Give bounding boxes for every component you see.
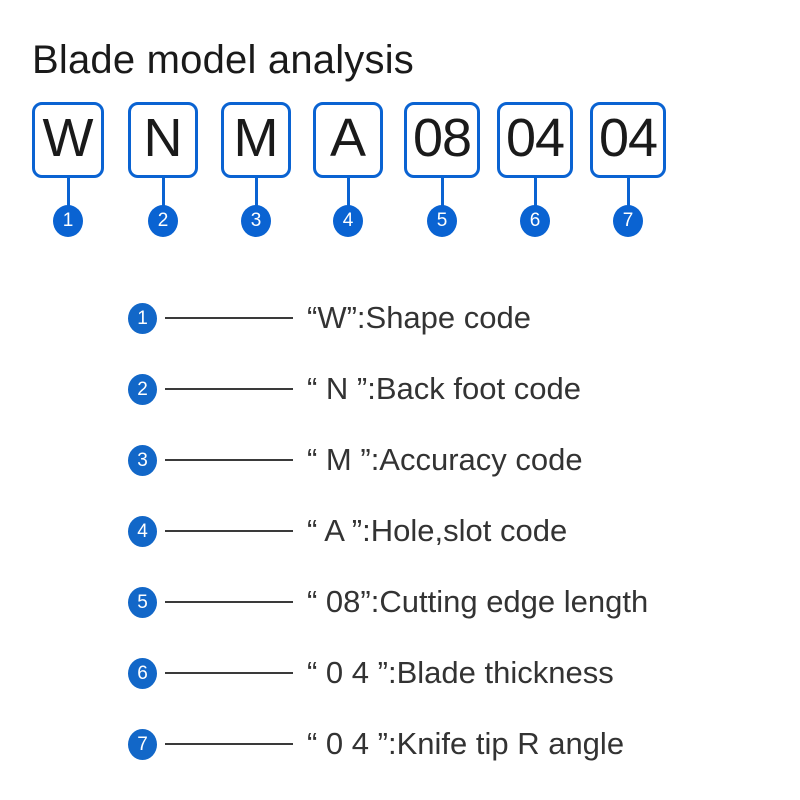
code-box-connector-5 <box>440 178 444 208</box>
legend-label-1: “W”:Shape code <box>307 300 531 335</box>
code-box-1: W <box>32 102 104 178</box>
code-box-value-4: A <box>329 108 367 168</box>
legend-leader-line-2 <box>165 388 293 390</box>
code-box-marker-3: 3 <box>241 205 271 237</box>
code-box-marker-6: 6 <box>520 205 550 237</box>
legend-label-5: “ 08”:Cutting edge length <box>307 584 649 619</box>
code-box-value-5: 08 <box>412 108 472 168</box>
legend-row-2: 2 “ N ”:Back foot code <box>128 369 581 409</box>
legend-leader-line-7 <box>165 743 293 745</box>
legend-row-6: 6 “ 0 4 ”:Blade thickness <box>128 653 614 693</box>
legend-bullet-2: 2 <box>128 373 157 405</box>
code-box-cell-5: 08 <box>404 102 480 178</box>
legend-label-6: “ 0 4 ”:Blade thickness <box>307 655 614 690</box>
legend-label-2: “ N ”:Back foot code <box>307 371 581 406</box>
code-box-4: A <box>313 102 383 178</box>
code-box-marker-7: 7 <box>613 205 643 237</box>
code-box-marker-4: 4 <box>333 205 363 237</box>
legend-leader-line-3 <box>165 459 293 461</box>
code-box-marker-1: 1 <box>53 205 83 237</box>
code-box-connector-2 <box>161 178 165 208</box>
code-box-5: 08 <box>404 102 480 178</box>
legend-leader-line-6 <box>165 672 293 674</box>
legend-row-5: 5 “ 08”:Cutting edge length <box>128 582 648 622</box>
page-title: Blade model analysis <box>32 38 414 82</box>
legend-label-7: “ 0 4 ”:Knife tip R angle <box>307 726 625 761</box>
legend-label-3: “ M ”:Accuracy code <box>307 442 583 477</box>
legend-bullet-1: 1 <box>128 302 157 334</box>
legend-leader-line-4 <box>165 530 293 532</box>
legend-leader-line-1 <box>165 317 293 319</box>
code-box-value-6: 04 <box>505 108 565 168</box>
code-box-cell-6: 04 <box>497 102 573 178</box>
code-box-cell-7: 04 <box>590 102 666 178</box>
code-box-value-1: W <box>42 108 94 168</box>
code-box-value-3: M <box>233 108 279 168</box>
legend-leader-line-5 <box>165 601 293 603</box>
code-box-connector-6 <box>533 178 537 208</box>
legend-bullet-4: 4 <box>128 515 157 547</box>
code-box-2: N <box>128 102 198 178</box>
legend-bullet-5: 5 <box>128 586 157 618</box>
code-boxes-row: W 1 N 2 M 3 A 4 08 5 04 6 04 7 <box>0 0 800 260</box>
code-box-cell-2: N <box>128 102 198 178</box>
code-box-connector-7 <box>626 178 630 208</box>
code-box-connector-4 <box>346 178 350 208</box>
code-box-value-7: 04 <box>598 108 658 168</box>
legend-row-4: 4 “ A ”:Hole,slot code <box>128 511 567 551</box>
code-box-marker-2: 2 <box>148 205 178 237</box>
legend-bullet-3: 3 <box>128 444 157 476</box>
code-box-value-2: N <box>143 108 183 168</box>
legend-bullet-7: 7 <box>128 728 157 760</box>
code-box-cell-4: A <box>313 102 383 178</box>
legend-bullet-6: 6 <box>128 657 157 689</box>
legend-row-1: 1 “W”:Shape code <box>128 298 531 338</box>
code-box-6: 04 <box>497 102 573 178</box>
legend-label-4: “ A ”:Hole,slot code <box>307 513 568 548</box>
legend-row-7: 7 “ 0 4 ”:Knife tip R angle <box>128 724 624 764</box>
code-box-7: 04 <box>590 102 666 178</box>
code-box-3: M <box>221 102 291 178</box>
code-box-connector-3 <box>254 178 258 208</box>
code-box-cell-1: W <box>32 102 104 178</box>
code-box-marker-5: 5 <box>427 205 457 237</box>
code-box-cell-3: M <box>221 102 291 178</box>
legend-row-3: 3 “ M ”:Accuracy code <box>128 440 583 480</box>
code-box-connector-1 <box>66 178 70 208</box>
